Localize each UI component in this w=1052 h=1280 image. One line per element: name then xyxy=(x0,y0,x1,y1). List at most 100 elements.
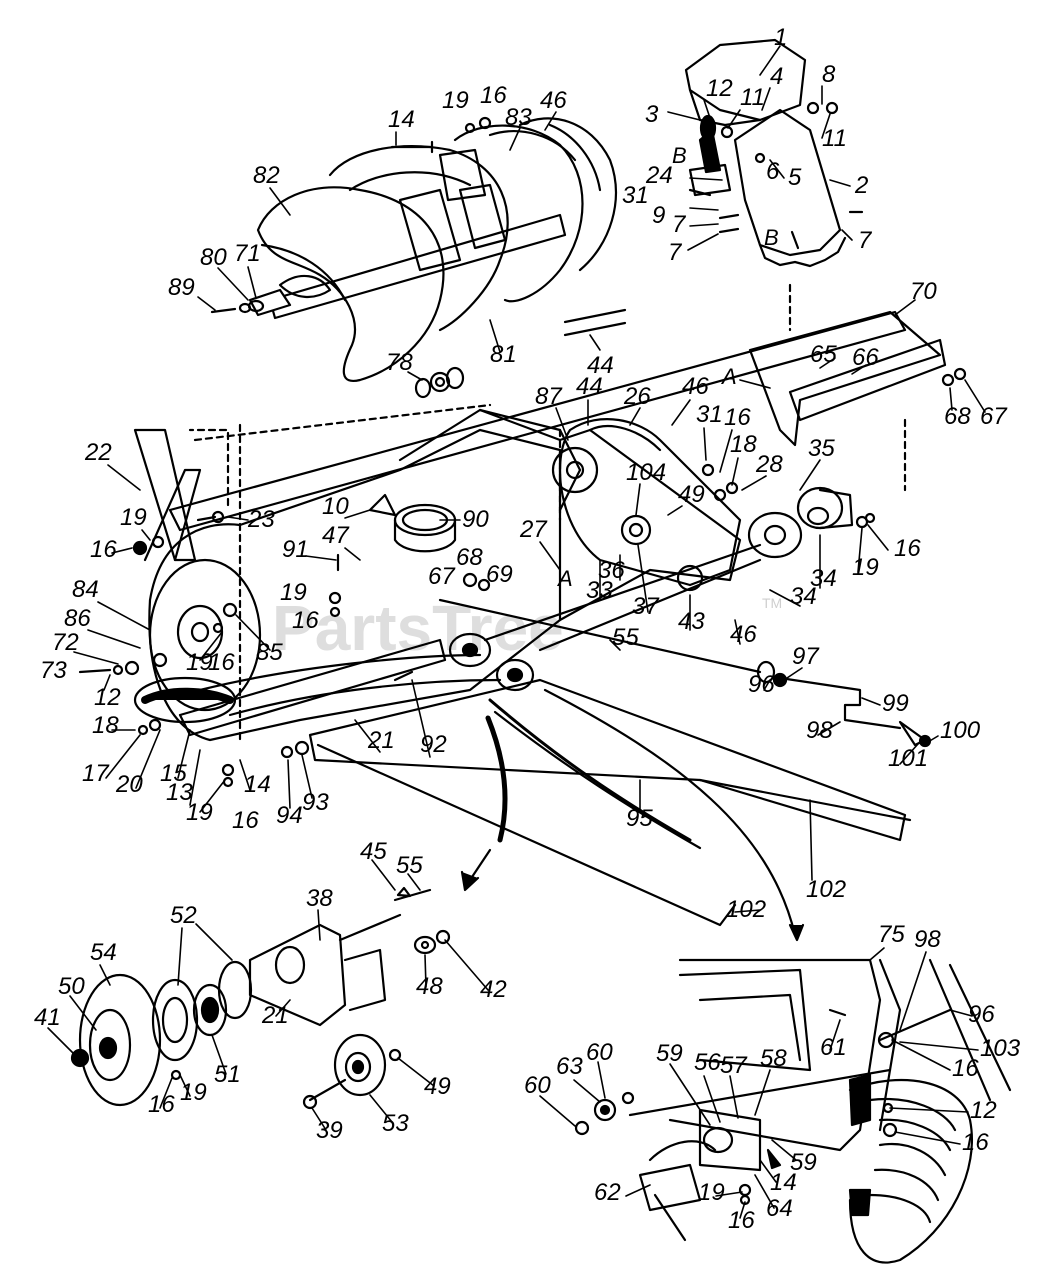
callout-68b: 68 xyxy=(456,544,483,571)
callout-16i: 16 xyxy=(952,1055,979,1082)
callout-44b: 44 xyxy=(576,373,603,400)
callout-85: 85 xyxy=(256,639,283,666)
auger-assembly xyxy=(210,116,617,399)
housing-assembly xyxy=(78,283,967,942)
callout-54: 54 xyxy=(90,939,117,966)
callout-73: 73 xyxy=(40,657,67,684)
chute-assembly xyxy=(684,38,864,268)
tractor-detail xyxy=(574,958,1012,1264)
callout-84: 84 xyxy=(72,576,99,603)
callout-98b: 98 xyxy=(914,926,941,953)
callout-69: 69 xyxy=(486,561,513,588)
callout-47: 47 xyxy=(322,522,350,549)
callout-78a: 78 xyxy=(386,349,413,376)
callout-103: 103 xyxy=(980,1035,1021,1062)
callout-12b: 12 xyxy=(94,684,121,711)
watermark-text: PartsTree xyxy=(272,592,564,664)
callout-19h: 19 xyxy=(698,1179,725,1206)
callout-15: 15 xyxy=(160,760,187,787)
callout-96b: 96 xyxy=(968,1001,995,1028)
callout-81: 81 xyxy=(490,341,517,368)
callout-42: 42 xyxy=(480,976,507,1003)
callout-11b: 11 xyxy=(822,125,847,152)
callout-98a: 98 xyxy=(806,717,833,744)
callout-38: 38 xyxy=(306,885,333,912)
callout-89: 89 xyxy=(168,274,195,301)
callout-97: 97 xyxy=(792,643,820,670)
callout-71a: 71 xyxy=(234,240,261,267)
callout-86: 86 xyxy=(64,605,91,632)
callout-67a: 67 xyxy=(980,403,1008,430)
callout-4: 4 xyxy=(770,63,783,90)
callout-24: 24 xyxy=(645,162,673,189)
callout-18b: 18 xyxy=(92,712,119,739)
callout-66: 66 xyxy=(852,344,879,371)
leader-lines xyxy=(47,45,986,1219)
callout-44a: 44 xyxy=(587,352,614,379)
callout-34a: 34 xyxy=(790,583,817,610)
callout-17: 17 xyxy=(82,760,110,787)
callout-19c: 19 xyxy=(852,554,879,581)
callout-19d: 19 xyxy=(186,649,213,676)
callout-3: 3 xyxy=(645,101,659,128)
callout-5: 5 xyxy=(788,164,802,191)
callout-20: 20 xyxy=(115,771,143,798)
callout-16f: 16 xyxy=(292,607,319,634)
callout-A2: A xyxy=(556,566,573,591)
callout-64: 64 xyxy=(766,1195,793,1222)
callout-67b: 67 xyxy=(428,563,456,590)
callout-59b: 59 xyxy=(790,1149,817,1176)
callout-96a: 96 xyxy=(748,671,775,698)
callout-41: 41 xyxy=(34,1004,61,1031)
callout-14c: 14 xyxy=(770,1169,797,1196)
callout-34b: 34 xyxy=(810,565,837,592)
callout-99: 99 xyxy=(882,690,909,717)
callout-6: 6 xyxy=(766,158,780,185)
callout-16a: 16 xyxy=(480,82,507,109)
callout-46c: 46 xyxy=(730,621,757,648)
callout-23: 23 xyxy=(247,506,275,533)
callout-57: 57 xyxy=(720,1052,748,1079)
callout-102a: 102 xyxy=(806,876,846,903)
callout-16g: 16 xyxy=(232,807,259,834)
callout-50: 50 xyxy=(58,973,85,1000)
callout-93: 93 xyxy=(302,789,329,816)
callout-56: 56 xyxy=(694,1049,721,1076)
callout-16c: 16 xyxy=(90,536,117,563)
callout-19b: 19 xyxy=(120,504,147,531)
callout-B1: B xyxy=(672,143,687,168)
callout-46a: 46 xyxy=(540,87,567,114)
callout-45: 45 xyxy=(360,838,387,865)
callout-60b: 60 xyxy=(524,1072,551,1099)
callout-49a: 49 xyxy=(678,481,705,508)
callout-19e: 19 xyxy=(280,579,307,606)
callout-7a: 7 xyxy=(668,239,683,266)
callout-14a: 14 xyxy=(388,106,415,133)
callout-82: 82 xyxy=(253,162,280,189)
callout-1: 1 xyxy=(774,24,787,51)
callout-A1: A xyxy=(720,364,737,389)
callout-90: 90 xyxy=(462,506,489,533)
callout-36: 36 xyxy=(598,557,625,584)
callout-65: 65 xyxy=(810,341,837,368)
callout-16b: 16 xyxy=(724,404,751,431)
watermark: PartsTree TM xyxy=(272,592,782,664)
callout-100: 100 xyxy=(940,717,981,744)
callout-10: 10 xyxy=(322,493,349,520)
callout-80: 80 xyxy=(200,244,227,271)
callout-48: 48 xyxy=(416,973,443,1000)
callout-68a: 68 xyxy=(944,403,971,430)
callout-43: 43 xyxy=(678,608,705,635)
callout-16e: 16 xyxy=(208,649,235,676)
callout-22: 22 xyxy=(84,439,112,466)
callout-83: 83 xyxy=(505,104,532,131)
callout-92: 92 xyxy=(420,731,447,758)
callout-19a: 19 xyxy=(442,87,469,114)
callout-104: 104 xyxy=(626,459,666,486)
callout-9: 9 xyxy=(652,202,665,229)
callout-12: 12 xyxy=(706,75,733,102)
watermark-tm: TM xyxy=(762,595,782,611)
callout-75: 75 xyxy=(878,921,905,948)
callout-8: 8 xyxy=(822,61,836,88)
